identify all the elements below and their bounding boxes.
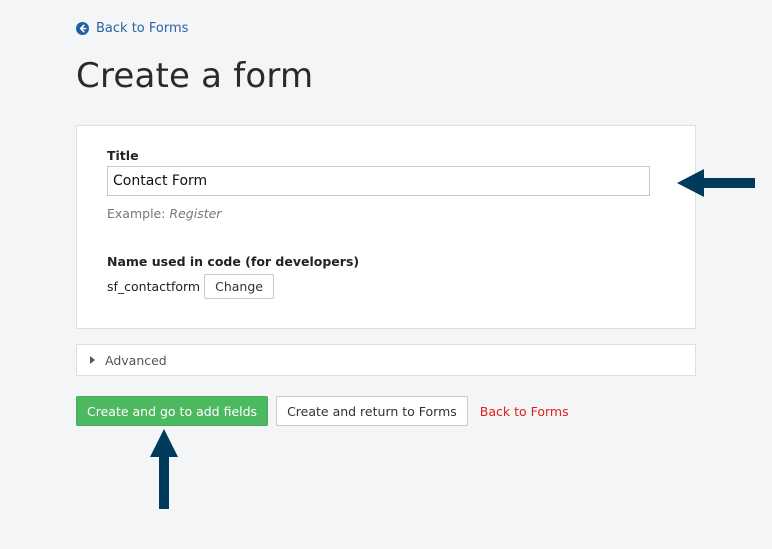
create-and-return-button[interactable]: Create and return to Forms <box>276 396 468 426</box>
form-settings-card: Title Example: Register Name used in cod… <box>76 125 696 329</box>
cancel-back-to-forms-link[interactable]: Back to Forms <box>479 403 569 419</box>
caret-right-icon <box>90 356 95 364</box>
title-input[interactable] <box>107 166 650 196</box>
arrow-circle-left-icon <box>76 22 89 35</box>
advanced-section-toggle[interactable]: Advanced <box>76 344 696 376</box>
code-name-value: sf_contactform <box>107 279 201 294</box>
hint-example: Register <box>169 206 222 221</box>
code-name-row: sf_contactform Change <box>107 274 274 299</box>
form-actions: Create and go to add fields Create and r… <box>76 396 569 426</box>
back-to-forms-link[interactable]: Back to Forms <box>76 21 188 36</box>
title-hint: Example: Register <box>107 206 221 221</box>
annotation-arrow-up-icon <box>150 429 178 509</box>
code-name-label: Name used in code (for developers) <box>107 254 360 269</box>
page-title: Create a form <box>76 56 314 96</box>
back-to-forms-label: Back to Forms <box>96 21 189 36</box>
create-and-add-fields-button[interactable]: Create and go to add fields <box>76 396 269 426</box>
change-code-name-button[interactable]: Change <box>204 274 274 299</box>
annotation-arrow-left-icon <box>677 169 755 197</box>
advanced-label: Advanced <box>105 352 167 368</box>
hint-prefix: Example: <box>107 206 170 221</box>
title-label: Title <box>107 148 139 163</box>
